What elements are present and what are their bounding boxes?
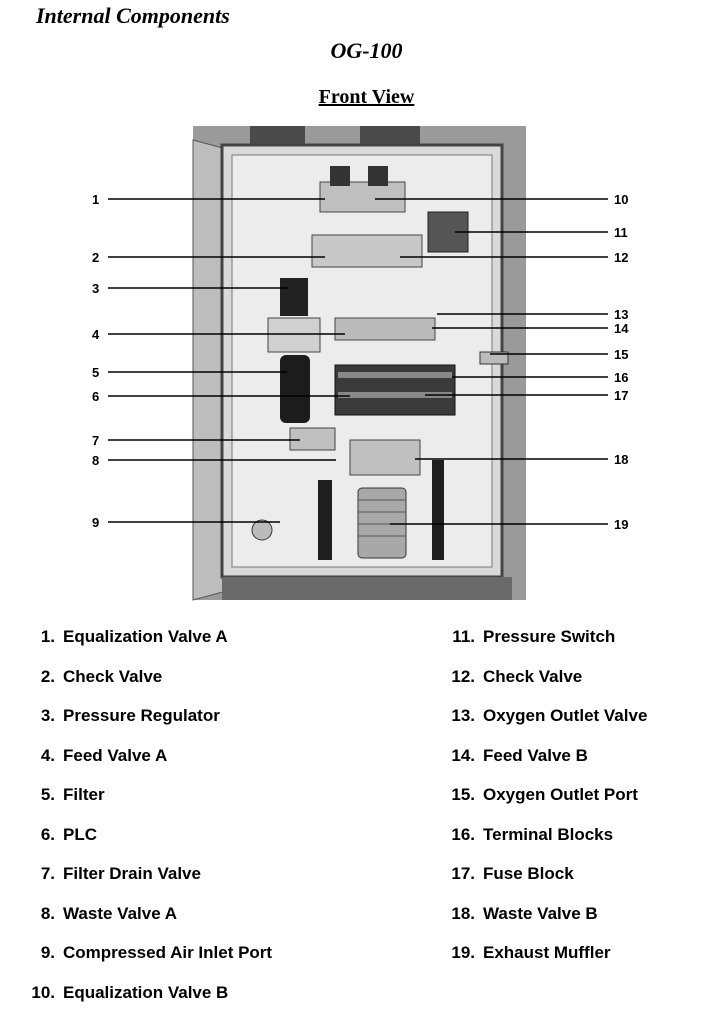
legend-number: 19.	[451, 943, 475, 962]
legend-label: Oxygen Outlet Valve	[483, 706, 648, 725]
callout-2: 2	[92, 250, 99, 265]
legend-item: 2. Check Valve	[29, 667, 162, 687]
hose-right	[432, 460, 444, 560]
legend-label: Exhaust Muffler	[483, 943, 611, 962]
view-title: Front View	[318, 86, 415, 108]
check-valve-manifold	[311, 234, 423, 268]
legend-label: Equalization Valve B	[63, 982, 229, 1002]
callout-13: 13	[614, 307, 628, 322]
legend-number: 15.	[451, 785, 475, 804]
legend-number: 2.	[40, 666, 55, 686]
legend-item: 6. PLC	[29, 825, 97, 845]
model-title: OG-100	[330, 38, 403, 63]
legend-label: Compressed Air Inlet Port	[63, 943, 273, 962]
callout-6: 6	[92, 389, 99, 404]
legend-item: 10. Equalization Valve B	[29, 983, 228, 1003]
legend-number: 4.	[40, 745, 55, 765]
legend-item: 3. Pressure Regulator	[29, 706, 220, 726]
legend-number: 18.	[451, 903, 475, 923]
callout-17: 17	[614, 388, 628, 403]
legend-number: 14.	[451, 745, 475, 765]
equalization-manifold	[319, 181, 406, 213]
callout-8: 8	[92, 453, 99, 468]
legend-label: Check Valve	[483, 666, 583, 686]
legend-item: 7. Filter Drain Valve	[29, 864, 201, 884]
callout-14: 14	[614, 321, 629, 336]
callout-18: 18	[614, 452, 628, 467]
legend-number: 12.	[451, 666, 475, 686]
callout-1: 1	[92, 192, 99, 207]
callout-7: 7	[92, 433, 99, 448]
legend-label: Pressure Regulator	[63, 706, 220, 725]
legend-item: 11. Pressure Switch	[449, 627, 615, 647]
callout-12: 12	[614, 250, 628, 265]
legend-number: 10.	[31, 982, 55, 1002]
callout-16: 16	[614, 370, 628, 385]
legend-item: 18. Waste Valve B	[449, 903, 598, 924]
section-title: Internal Components	[36, 3, 230, 28]
legend-number: 7.	[40, 864, 55, 883]
legend-number: 5.	[40, 785, 55, 804]
legend-number: 3.	[40, 706, 55, 725]
legend-number: 17.	[451, 864, 475, 883]
legend-label: Feed Valve A	[63, 745, 168, 765]
callout-9: 9	[92, 515, 99, 530]
legend-label: Waste Valve B	[483, 903, 598, 923]
legend-label: Pressure Switch	[483, 627, 616, 646]
legend-label: Check Valve	[63, 666, 163, 686]
callout-5: 5	[92, 365, 99, 380]
legend-label: Filter Drain Valve	[63, 864, 201, 883]
legend-label: Fuse Block	[483, 864, 574, 883]
pressure-regulator-body	[280, 278, 308, 316]
callout-15: 15	[614, 347, 628, 362]
legend-item: 9. Compressed Air Inlet Port	[29, 943, 272, 963]
legend-number: 16.	[451, 824, 475, 844]
legend-label: Oxygen Outlet Port	[483, 785, 638, 804]
legend-number: 8.	[40, 903, 55, 923]
legend-item: 19. Exhaust Muffler	[449, 943, 611, 963]
callout-3: 3	[92, 281, 99, 296]
legend-label: Equalization Valve A	[63, 627, 228, 646]
legend-label: Terminal Blocks	[483, 824, 614, 844]
legend-item: 4. Feed Valve A	[29, 746, 167, 766]
legend-number: 11.	[452, 627, 475, 646]
callout-10: 10	[614, 192, 628, 207]
legend-label: Feed Valve B	[483, 745, 588, 765]
legend-item: 1. Equalization Valve A	[29, 627, 228, 647]
hose-left	[318, 480, 332, 560]
callout-19: 19	[614, 517, 628, 532]
legend-item: 15. Oxygen Outlet Port	[449, 785, 638, 805]
inlet-fitting	[251, 519, 273, 541]
filter-bowl	[280, 355, 310, 423]
legend-label: Filter	[63, 785, 105, 804]
legend-number: 1.	[40, 627, 55, 646]
legend-item: 16. Terminal Blocks	[449, 825, 613, 845]
legend-item: 13. Oxygen Outlet Valve	[449, 706, 647, 726]
legend-label: PLC	[63, 824, 97, 844]
legend-number: 13.	[451, 706, 475, 725]
legend-item: 14. Feed Valve B	[449, 746, 588, 766]
legend-item: 12. Check Valve	[449, 667, 582, 687]
legend-item: 8. Waste Valve A	[29, 904, 177, 924]
legend-item: 17. Fuse Block	[449, 864, 574, 884]
exhaust-muffler	[357, 487, 407, 559]
callout-11: 11	[614, 225, 628, 240]
legend-number: 9.	[40, 943, 55, 962]
callout-4: 4	[92, 327, 100, 342]
legend-number: 6.	[40, 824, 55, 844]
legend-item: 5. Filter	[29, 785, 105, 805]
legend-label: Waste Valve A	[63, 903, 178, 923]
